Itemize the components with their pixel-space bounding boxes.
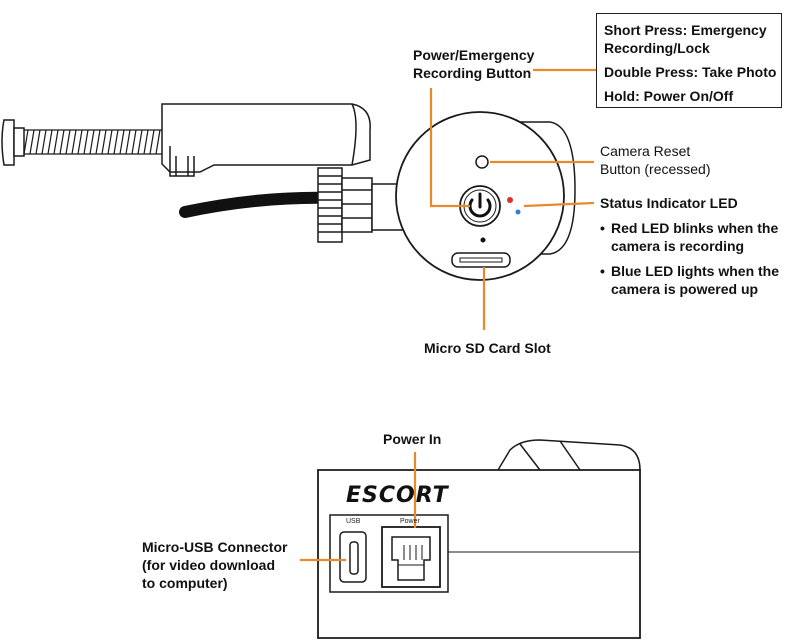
mount-screw <box>1 119 165 166</box>
label-reset-line1: Camera Reset <box>600 143 691 159</box>
port-label-usb: USB <box>346 518 361 525</box>
label-micro-usb-line3: to computer) <box>142 575 228 591</box>
mount-bracket <box>161 103 371 177</box>
bullet-blue-led-line2: camera is powered up <box>611 281 759 297</box>
power-icon <box>468 192 492 218</box>
bullet-blue-led-line1: •Blue LED lights when the <box>600 263 780 279</box>
box-row-recording-lock: Recording/Lock <box>604 40 710 56</box>
label-status-led: Status Indicator LED <box>600 195 738 211</box>
sd-card-slot-shape <box>451 252 511 268</box>
bullet-red-led-line1: •Red LED blinks when the <box>600 220 779 236</box>
leader-led <box>523 201 595 208</box>
port-label-power: Power <box>400 518 420 525</box>
bottom-device-body <box>317 469 641 639</box>
red-led <box>507 197 513 203</box>
leader-power-button <box>429 88 470 208</box>
box-row-double-press: Double Press: Take Photo <box>604 64 777 80</box>
label-power-button-line2: Recording Button <box>413 65 532 81</box>
brand-logo: ESCORT <box>346 483 449 508</box>
label-sd-slot: Micro SD Card Slot <box>424 340 551 356</box>
box-row-short-press: Short Press: Emergency <box>604 22 767 38</box>
knurled-nut <box>317 167 405 243</box>
cable <box>179 191 341 218</box>
reset-button-hole <box>475 155 489 169</box>
bullet-red-led-line2: camera is recording <box>611 238 745 254</box>
button-function-box: Short Press: Emergency Recording/Lock Do… <box>596 13 782 108</box>
box-row-hold: Hold: Power On/Off <box>604 88 734 104</box>
blue-led <box>515 209 521 215</box>
label-micro-usb-line2: (for video download <box>142 557 275 573</box>
label-micro-usb-line1: Micro-USB Connector <box>142 539 288 555</box>
label-reset-line2: Button (recessed) <box>600 161 711 177</box>
label-power-in: Power In <box>383 431 442 447</box>
label-power-button-line1: Power/Emergency <box>413 47 535 63</box>
